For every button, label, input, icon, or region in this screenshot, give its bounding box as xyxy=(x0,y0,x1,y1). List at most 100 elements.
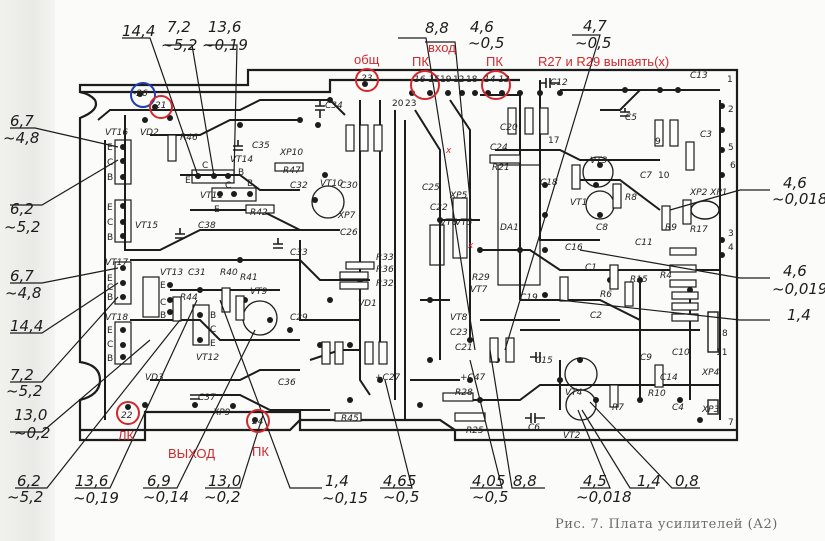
label-r36: R36 xyxy=(376,265,394,275)
vt17-pin-b: B xyxy=(107,293,113,303)
callout-ac: ~0,14 xyxy=(143,488,189,506)
r22 xyxy=(505,337,515,363)
pads xyxy=(120,81,725,423)
pin-letters: E C B E C B E C B E C B E C B B C E C B … xyxy=(107,143,253,364)
callout-ac: ~0,5 xyxy=(383,488,419,506)
marker-pin-14-13 xyxy=(481,70,511,100)
callout-dc: 6,2 xyxy=(10,200,34,218)
label-vt11: VT11 xyxy=(200,191,223,201)
label-xp5: XP5 xyxy=(449,191,468,201)
r32 xyxy=(339,281,369,290)
r43 xyxy=(345,124,355,152)
figure-caption: Рис. 7. Плата усилителей (А2) xyxy=(555,517,778,532)
pin-number: 5 xyxy=(728,143,734,153)
callout-dc: 8,8 xyxy=(425,19,449,37)
label-vd1: VD1 xyxy=(358,299,377,309)
label-c14: C14 xyxy=(660,373,678,383)
callout-ac: ~0,5 xyxy=(472,488,508,506)
pin-number: 10 xyxy=(658,171,670,181)
label-c32: C32 xyxy=(290,181,308,191)
r37-top xyxy=(359,124,369,152)
label-r7: R7 xyxy=(612,403,624,413)
callout-dc: 0,8 xyxy=(675,472,699,490)
pin-number: 3 xyxy=(728,229,734,239)
r1 xyxy=(669,247,697,256)
r6 xyxy=(609,264,619,290)
r7 xyxy=(609,384,619,408)
callout-dc: 1,4 xyxy=(637,472,661,490)
vt12-pin-e: E xyxy=(210,339,216,349)
r25 xyxy=(454,412,486,422)
pin-number: 2 xyxy=(728,105,734,115)
ground-bus-top xyxy=(80,78,520,94)
label-vt7: VT7 xyxy=(470,285,488,295)
label-r15: R15 xyxy=(630,275,648,285)
callout-dc: 13,0 xyxy=(208,472,241,490)
marker-pin-22 xyxy=(116,401,140,425)
label-vt4: VT4 xyxy=(565,388,583,398)
label-vt14: VT14 xyxy=(230,155,253,165)
r16 xyxy=(669,119,679,147)
callout-ac: ~0,018 xyxy=(576,488,632,506)
vt15-pin-b: B xyxy=(107,233,113,243)
vt18-box xyxy=(114,321,132,365)
label-c34: C34 xyxy=(325,101,343,111)
pin-number: 19 xyxy=(440,75,452,85)
vt10-body xyxy=(311,185,345,219)
callout-dc: 13,0 xyxy=(14,406,47,424)
label-xp3: XP3 xyxy=(701,405,720,415)
marker-pin-23 xyxy=(355,68,379,92)
voltage-callouts-right: 4,6 ~0,018 4,6 ~0,019 1,4 xyxy=(772,174,825,324)
vt17-pin-e: E xyxy=(107,274,113,284)
label-c27: +C27 xyxy=(375,373,401,383)
label-r28: R28 xyxy=(455,388,473,398)
label-r8: R8 xyxy=(625,193,637,203)
vt15-pin-c: C xyxy=(107,218,113,228)
vt18-pin-b: B xyxy=(107,354,113,364)
label-c9: C9 xyxy=(640,353,652,363)
r28 xyxy=(442,392,474,402)
callout-dc: 7,2 xyxy=(10,366,34,384)
callout-dc: 4,6 xyxy=(470,18,494,36)
label-r9: R9 xyxy=(665,223,677,233)
label-c30: C30 xyxy=(340,181,358,191)
right-pin-numbers: 1 2 3 4 5 6 7 8 9 10 11 17 xyxy=(548,75,736,428)
vt16-pin-e: E xyxy=(107,143,113,153)
callout-dc: 1,4 xyxy=(325,472,349,490)
label-r44: R44 xyxy=(180,293,198,303)
callout-dc: 13,6 xyxy=(75,472,108,490)
callout-dc: 6,2 xyxy=(17,472,41,490)
circled-pin-labels: -26 21 23 16 15 14 13 22 24 xyxy=(121,74,510,427)
label-c18: C18 xyxy=(540,178,558,188)
label-c7: C7 xyxy=(640,171,652,181)
label-xp10: XP10 xyxy=(279,148,303,158)
callout-ac: ~0,2 xyxy=(204,488,240,506)
callout-dc: 14,4 xyxy=(10,317,43,335)
r26 xyxy=(524,107,534,135)
r24 xyxy=(507,107,517,135)
vt16-pin-c: C xyxy=(107,158,113,168)
vt3-body xyxy=(582,156,614,188)
label-r40: R40 xyxy=(220,268,238,278)
r37 xyxy=(334,341,344,365)
transistor-boxes xyxy=(114,139,541,365)
vt11-pin-c: C xyxy=(225,181,231,191)
xp3 xyxy=(707,399,719,415)
label-c36: C36 xyxy=(278,378,296,388)
r12 xyxy=(685,141,695,171)
callout-ac: ~4,8 xyxy=(5,284,41,302)
r10 xyxy=(654,364,664,388)
label-c38: C38 xyxy=(198,221,216,231)
vt14-pin-e: E xyxy=(185,176,191,186)
r40 xyxy=(221,287,231,313)
label-xp2-xp1: XP2 XP1 xyxy=(689,188,728,198)
label-c29: C29 xyxy=(290,313,308,323)
label-c35: C35 xyxy=(252,141,270,151)
r21 xyxy=(489,154,521,164)
callout-ac: ~0,15 xyxy=(322,489,368,507)
label-vd3: VD3 xyxy=(145,373,164,383)
pin-number: 1 xyxy=(727,75,733,85)
pin-number: 17 xyxy=(548,136,559,146)
label-c31: C31 xyxy=(188,268,206,278)
label-xp7: XP7 xyxy=(337,211,356,221)
